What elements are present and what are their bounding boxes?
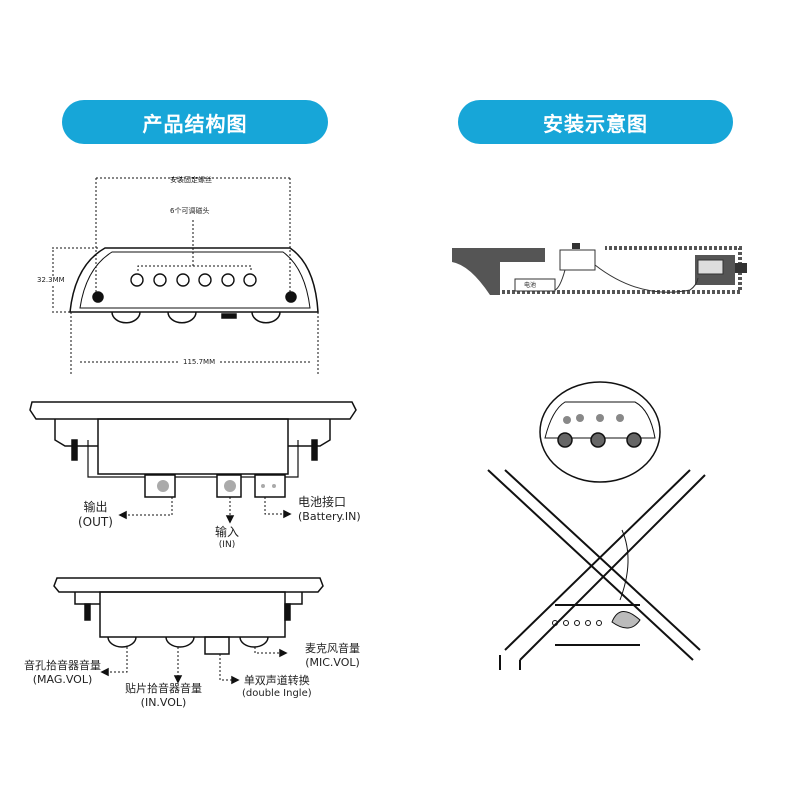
in-label: 输入(IN)	[215, 523, 239, 550]
in-vol-cn: 贴片拾音器音量	[125, 682, 202, 695]
screw-label: 安装固定螺丝	[170, 176, 212, 184]
height-dimension: 32.3MM	[37, 276, 65, 284]
battery-label-en: (Battery.IN)	[298, 510, 361, 523]
mic-vol-cn: 麦克风音量	[305, 642, 360, 655]
side-view-knobs	[53, 577, 324, 685]
switch-label: 单双声道转换(double Ingle)	[242, 672, 312, 699]
mag-vol-en: (MAG.VOL)	[32, 673, 93, 686]
switch-cn: 单双声道转换	[243, 674, 310, 687]
battery-label: 电池接口(Battery.IN)	[298, 493, 361, 523]
install-header: 安装示意图	[458, 100, 733, 144]
structure-header: 产品结构图	[62, 100, 328, 144]
switch-en: (double Ingle)	[242, 688, 312, 699]
mag-vol-label: 音孔拾音器音量(MAG.VOL)	[24, 657, 101, 686]
top-view-pickup	[52, 177, 319, 375]
install-battery-label: 电池	[524, 282, 537, 289]
in-label-en: (IN)	[218, 540, 236, 550]
pole-label: 6个可调磁头	[170, 207, 210, 215]
mic-vol-en: (MIC.VOL)	[305, 656, 360, 669]
out-label-cn: 输出	[83, 500, 108, 514]
width-dimension: 115.7MM	[180, 358, 219, 366]
battery-label-cn: 电池接口	[298, 495, 347, 509]
in-label-cn: 输入	[215, 525, 240, 539]
out-label-en: (OUT)	[78, 515, 113, 529]
install-cross-section	[452, 243, 747, 295]
install-detail-circle	[487, 381, 706, 670]
side-view-jacks	[29, 401, 357, 524]
in-vol-label: 贴片拾音器音量(IN.VOL)	[125, 680, 202, 709]
out-label: 输出(OUT)	[78, 498, 113, 529]
mic-vol-label: 麦克风音量(MIC.VOL)	[305, 640, 360, 669]
mag-vol-cn: 音孔拾音器音量	[24, 659, 101, 672]
in-vol-en: (IN.VOL)	[140, 696, 187, 709]
